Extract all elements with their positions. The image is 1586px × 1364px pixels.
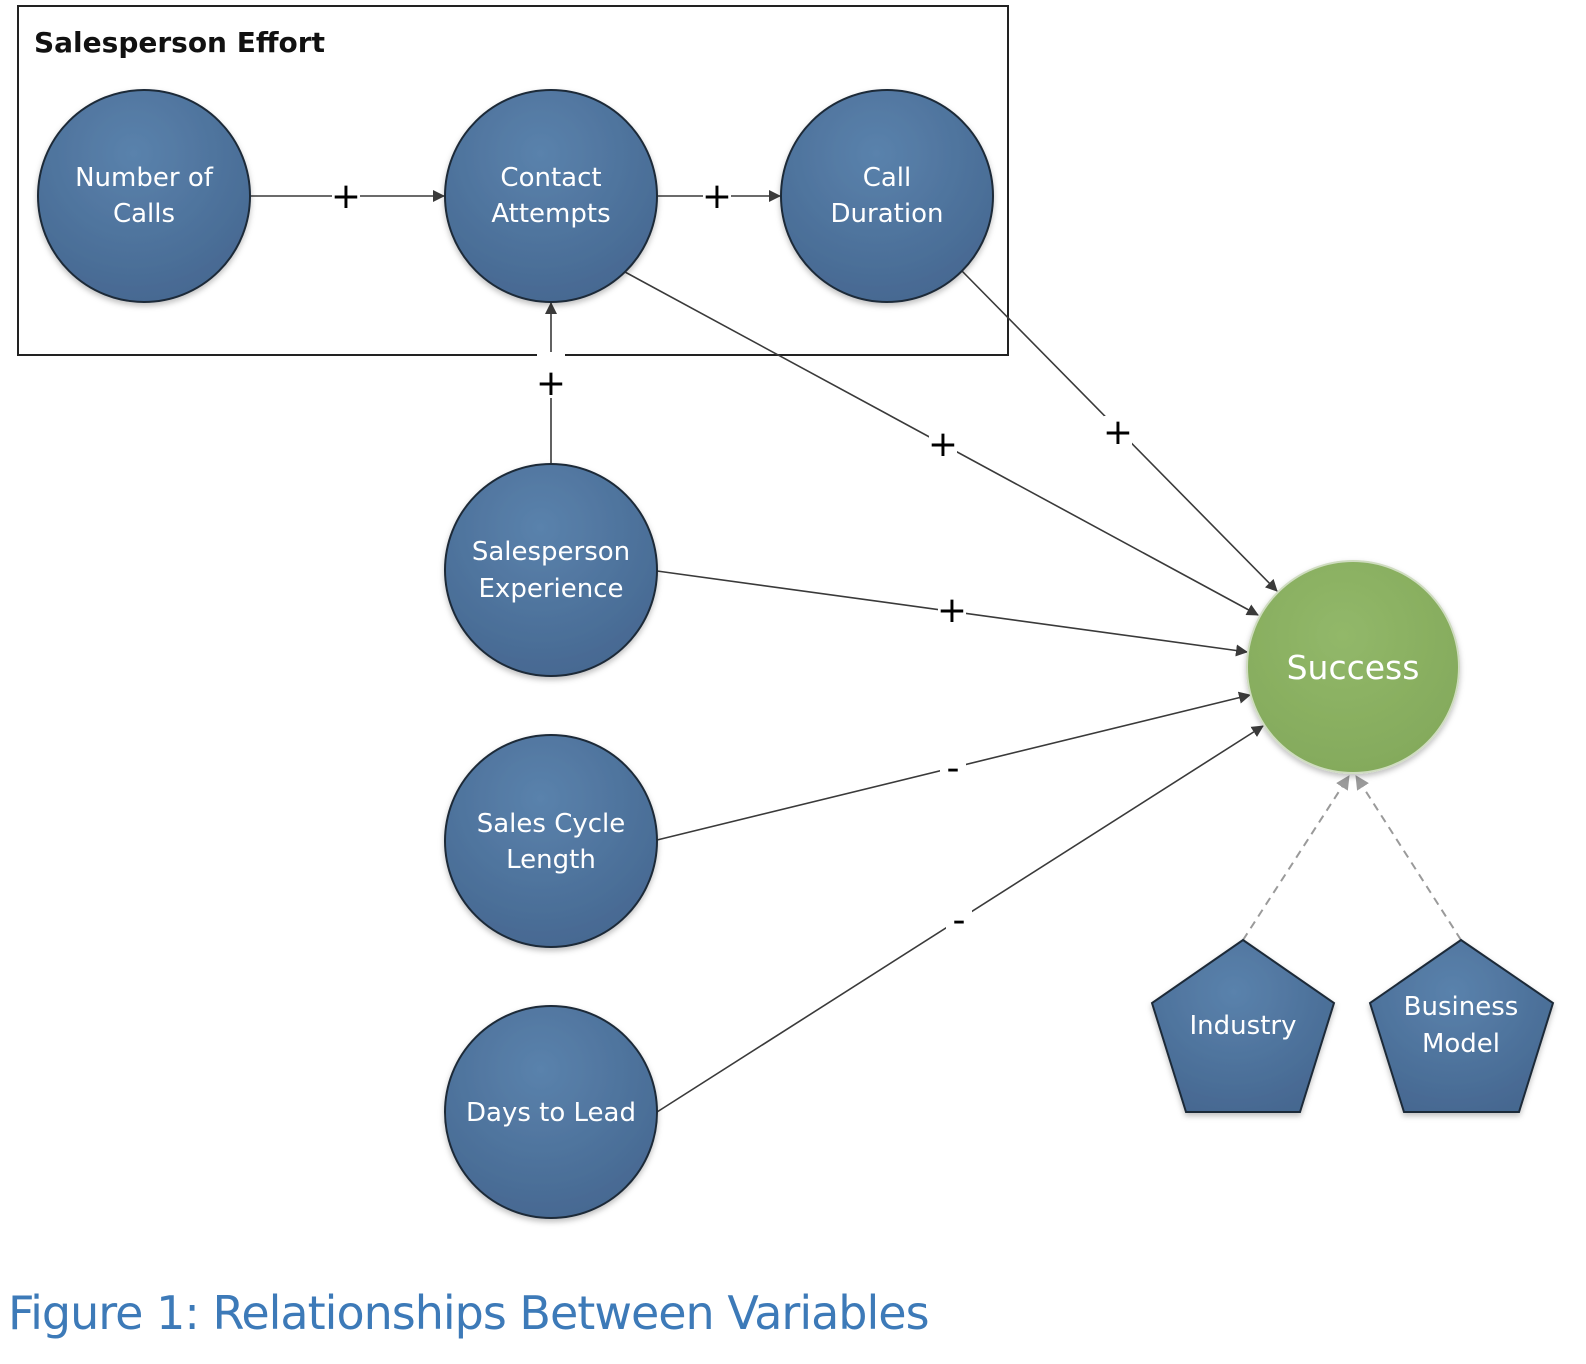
sign-cycle-to-success: - (940, 748, 966, 789)
sign-experience-to-attempts: + (536, 352, 566, 404)
node-contact-attempts: Contact Attempts (444, 89, 658, 303)
svg-text:Experience: Experience (479, 574, 624, 604)
figure-caption: Figure 1: Relationships Between Variable… (8, 1286, 930, 1340)
svg-text:Success: Success (1287, 648, 1420, 687)
svg-text:Industry: Industry (1190, 1011, 1297, 1041)
svg-text:Business: Business (1404, 992, 1519, 1022)
node-days-to-lead: Days to Lead (444, 1005, 658, 1219)
edge-industry-to-success (1242, 775, 1350, 941)
sign-attempts-to-success: + (928, 424, 958, 465)
svg-text:Length: Length (506, 845, 596, 875)
edge-business-model-to-success (1355, 775, 1462, 941)
node-business-model: Business Model (1368, 938, 1555, 1113)
svg-text:+: + (702, 176, 732, 217)
moderator-edges (1242, 775, 1462, 941)
sign-duration-to-success: + (1103, 412, 1133, 453)
svg-text:Call: Call (863, 163, 912, 193)
node-sales-cycle-length: Sales Cycle Length (444, 734, 658, 948)
svg-text:+: + (1103, 412, 1133, 453)
svg-text:+: + (331, 176, 361, 217)
svg-text:-: - (953, 900, 966, 941)
svg-text:Days to Lead: Days to Lead (466, 1098, 636, 1128)
svg-text:-: - (947, 748, 960, 789)
svg-text:Attempts: Attempts (491, 199, 610, 229)
svg-text:Model: Model (1422, 1029, 1500, 1059)
svg-text:+: + (536, 363, 566, 404)
svg-text:Contact: Contact (500, 163, 601, 193)
svg-text:Salesperson: Salesperson (472, 537, 630, 567)
node-success: Success (1246, 560, 1460, 774)
svg-text:Calls: Calls (113, 199, 175, 229)
svg-text:Duration: Duration (831, 199, 944, 229)
sign-attempts-to-duration: + (702, 176, 732, 217)
svg-text:+: + (928, 424, 958, 465)
sign-experience-to-success: + (937, 590, 967, 631)
node-call-duration: Call Duration (780, 89, 994, 303)
edges (250, 190, 1278, 1113)
node-salesperson-experience: Salesperson Experience (444, 463, 658, 677)
sign-days-to-success: - (946, 900, 972, 941)
svg-text:+: + (937, 590, 967, 631)
sign-calls-to-attempts: + (331, 176, 361, 217)
svg-text:Sales Cycle: Sales Cycle (477, 809, 626, 839)
node-industry: Industry (1150, 938, 1336, 1113)
svg-text:Number of: Number of (75, 163, 214, 193)
node-number-of-calls: Number of Calls (37, 89, 251, 303)
edge-signs: + + + + + + - - (331, 176, 1133, 941)
group-title: Salesperson Effort (34, 26, 325, 59)
salesperson-effort-group (17, 5, 1009, 356)
